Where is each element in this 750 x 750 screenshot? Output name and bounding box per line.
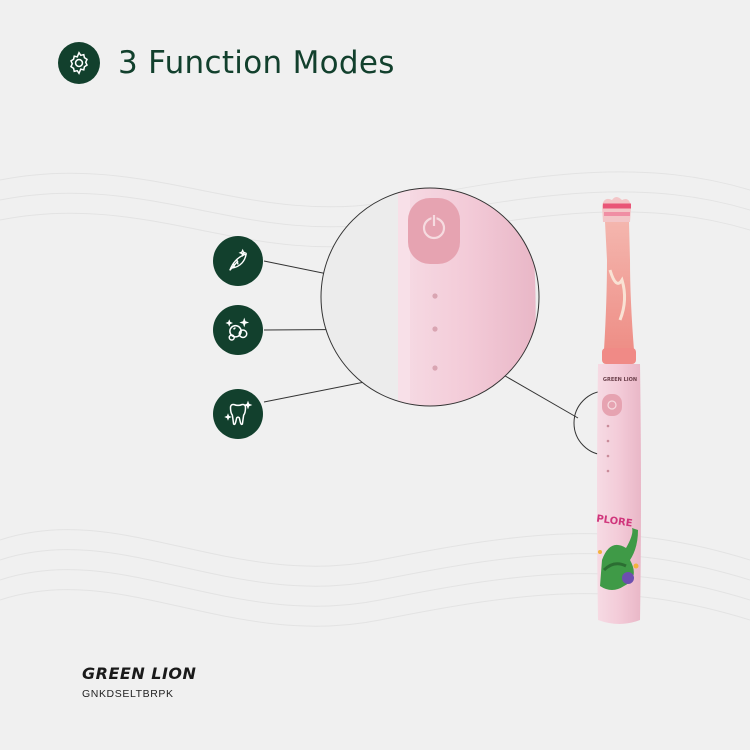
tooth-sparkle-icon [213, 389, 263, 439]
toothbrush [597, 197, 641, 624]
handle-logo: GREEN LION [603, 377, 637, 383]
bubbles-sparkle-icon [213, 305, 263, 355]
gear-icon [58, 42, 100, 84]
product-sku: GNKDSELTBRPK [82, 688, 174, 700]
brand-logo: GREEN LION [82, 664, 197, 683]
sticker-text: PLORE [596, 514, 634, 530]
feather-sparkle-icon [213, 236, 263, 286]
page-title: 3 Function Modes [118, 45, 395, 81]
header: 3 Function Modes [58, 40, 395, 86]
zoom-circle [320, 187, 540, 407]
